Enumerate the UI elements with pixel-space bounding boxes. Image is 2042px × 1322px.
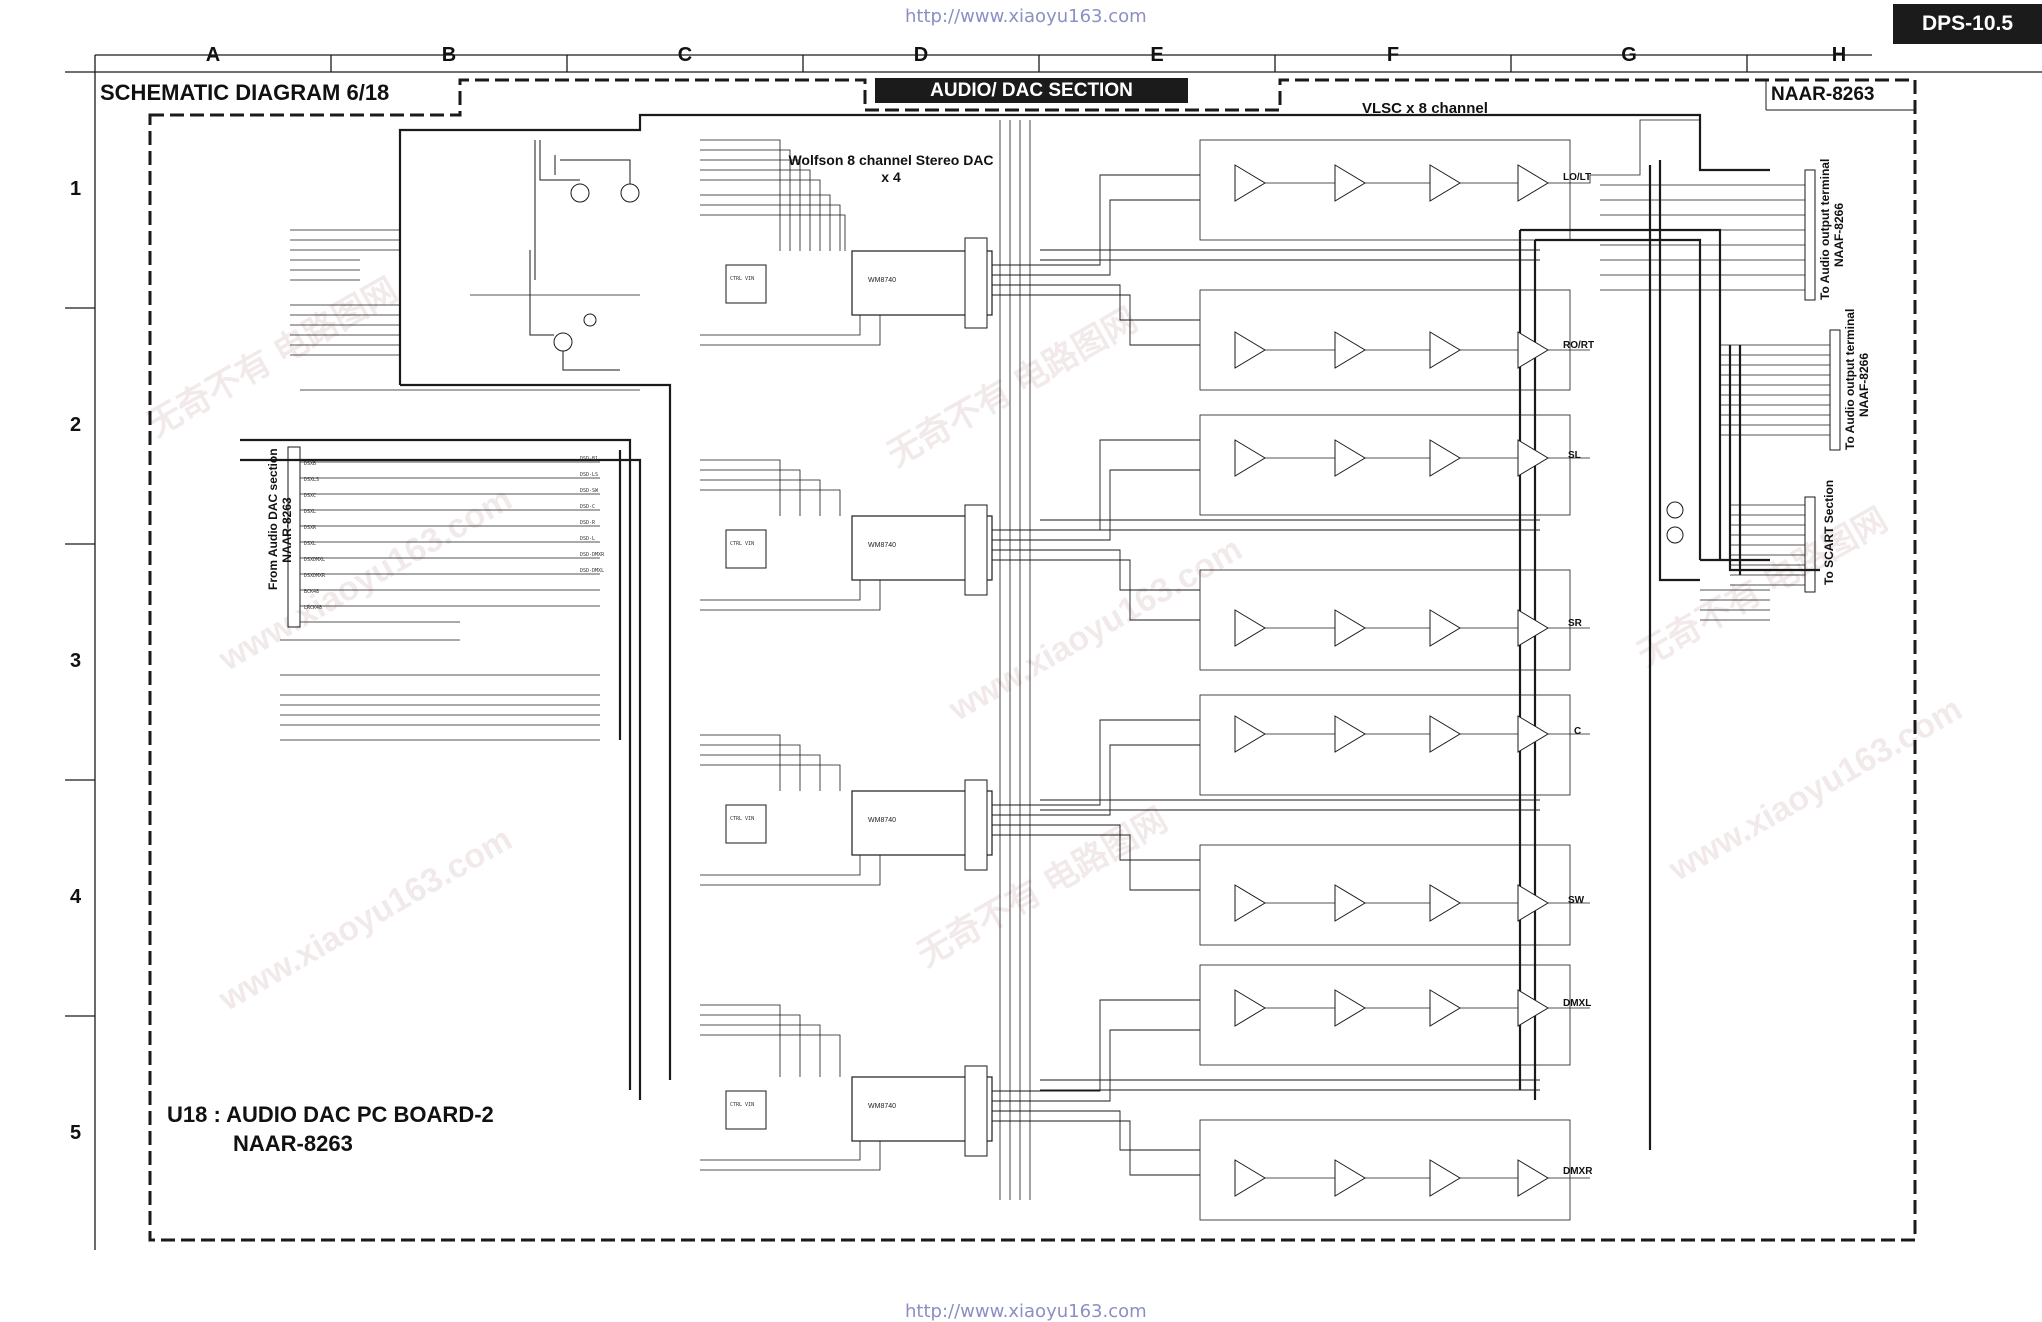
- dac-label: Wolfson 8 channel Stereo DAC x 4: [786, 152, 996, 186]
- right-connectors: [1600, 169, 1841, 621]
- svg-text:DSXC: DSXC: [304, 493, 316, 499]
- to-audio-output-1-line1: To Audio output terminal: [1818, 158, 1832, 300]
- board-caption: U18 : AUDIO DAC PC BOARD-2 NAAR-8263: [167, 1100, 494, 1158]
- bus-lines: [240, 113, 1820, 1150]
- svg-text:CTRL VIN: CTRL VIN: [730, 816, 754, 822]
- from-dac-label-line2: NAAR-8263: [280, 497, 294, 563]
- channel-label-lo-lt: LO/LT: [1563, 172, 1592, 183]
- to-audio-output-label-1: To Audio output terminal NAAF-8266: [1818, 158, 1846, 300]
- board-caption-line1: U18 : AUDIO DAC PC BOARD-2: [167, 1102, 494, 1127]
- vlsc-wiring: [1199, 119, 1700, 1221]
- dac-label-line1: Wolfson 8 channel Stereo DAC: [788, 152, 994, 168]
- to-audio-output-label-2: To Audio output terminal NAAF-8266: [1843, 308, 1871, 450]
- svg-text:CTRL VIN: CTRL VIN: [730, 1102, 754, 1108]
- channel-label-ro-rt: RO/RT: [1563, 340, 1595, 351]
- channel-label-sl: SL: [1568, 450, 1581, 461]
- svg-text:DSD-L: DSD-L: [580, 536, 595, 542]
- svg-text:CTRL VIN: CTRL VIN: [730, 276, 754, 282]
- frame-grid: [65, 54, 2042, 1250]
- svg-text:CTRL VIN: CTRL VIN: [730, 541, 754, 547]
- svg-text:DSXDMXL: DSXDMXL: [304, 557, 325, 563]
- svg-text:WM8740: WM8740: [868, 542, 896, 549]
- svg-text:DSD-C: DSD-C: [580, 504, 595, 510]
- vlsc-label: VLSC x 8 channel: [1362, 100, 1488, 117]
- to-audio-output-1-line2: NAAF-8266: [1832, 202, 1846, 268]
- left-connector: DSXB DSXLS DSXC DSXL DSXR DSXL DSXDMXL D…: [280, 229, 640, 741]
- svg-text:DSXR: DSXR: [304, 525, 317, 531]
- to-audio-output-2-line2: NAAF-8266: [1857, 352, 1871, 418]
- row-header-2: 2: [70, 414, 82, 436]
- svg-text:DSD-R: DSD-R: [580, 520, 596, 526]
- svg-text:DSD-DMXR: DSD-DMXR: [580, 552, 605, 558]
- svg-text:DSD-B1: DSD-B1: [580, 456, 598, 462]
- dac-chip-group: WM8740 WM8740 WM8740 WM8740 CTRL VIN CTR…: [725, 237, 993, 1157]
- channel-label-dmxr: DMXR: [1563, 1166, 1593, 1177]
- row-header-1: 1: [70, 178, 82, 200]
- svg-text:WM8740: WM8740: [868, 277, 896, 284]
- board-id-label: NAAR-8263: [1771, 84, 1875, 105]
- svg-text:DSXL: DSXL: [304, 509, 316, 515]
- model-badge: DPS-10.5: [1893, 4, 2042, 44]
- dac-output-wires: [992, 174, 1540, 1176]
- to-scart-label: To SCART Section: [1822, 479, 1836, 585]
- from-dac-label-line1: From Audio DAC section: [266, 448, 280, 590]
- board-border: [148, 78, 1917, 1242]
- row-header-4: 4: [70, 886, 82, 908]
- to-audio-output-2-line1: To Audio output terminal: [1843, 308, 1857, 450]
- channel-label-sr: SR: [1568, 618, 1582, 629]
- svg-text:DSD-LS: DSD-LS: [580, 472, 598, 478]
- row-header-5: 5: [70, 1122, 82, 1144]
- transistor-group: [529, 140, 640, 371]
- svg-text:WM8740: WM8740: [868, 1103, 896, 1110]
- dac-label-line2: x 4: [881, 169, 901, 185]
- svg-text:DSXLS: DSXLS: [304, 477, 319, 483]
- svg-text:LRCK48: LRCK48: [304, 605, 322, 611]
- channel-label-c: C: [1574, 726, 1582, 737]
- vlsc-opamps: [1234, 164, 1549, 1197]
- diagram-title: SCHEMATIC DIAGRAM 6/18: [100, 80, 390, 105]
- section-title: AUDIO/ DAC SECTION: [875, 78, 1188, 103]
- source-url-bottom[interactable]: http://www.xiaoyu163.com: [905, 1301, 1147, 1322]
- svg-text:DSD-DMXL: DSD-DMXL: [580, 568, 604, 574]
- channel-label-dmxl: DMXL: [1563, 998, 1592, 1009]
- svg-text:BCK48: BCK48: [304, 589, 319, 595]
- source-url-top[interactable]: http://www.xiaoyu163.com: [905, 6, 1147, 27]
- board-caption-line2: NAAR-8263: [233, 1131, 353, 1156]
- svg-text:WM8740: WM8740: [868, 817, 896, 824]
- dac-input-wires: [700, 120, 1031, 1200]
- svg-text:DSXB: DSXB: [304, 461, 316, 467]
- svg-text:DSXL: DSXL: [304, 541, 316, 547]
- from-dac-label: From Audio DAC section NAAR-8263: [266, 448, 294, 590]
- svg-text:DSD-SW: DSD-SW: [580, 488, 599, 494]
- channel-label-sw: SW: [1568, 895, 1585, 906]
- row-header-3: 3: [70, 650, 82, 672]
- svg-text:DSXDMXR: DSXDMXR: [304, 573, 326, 579]
